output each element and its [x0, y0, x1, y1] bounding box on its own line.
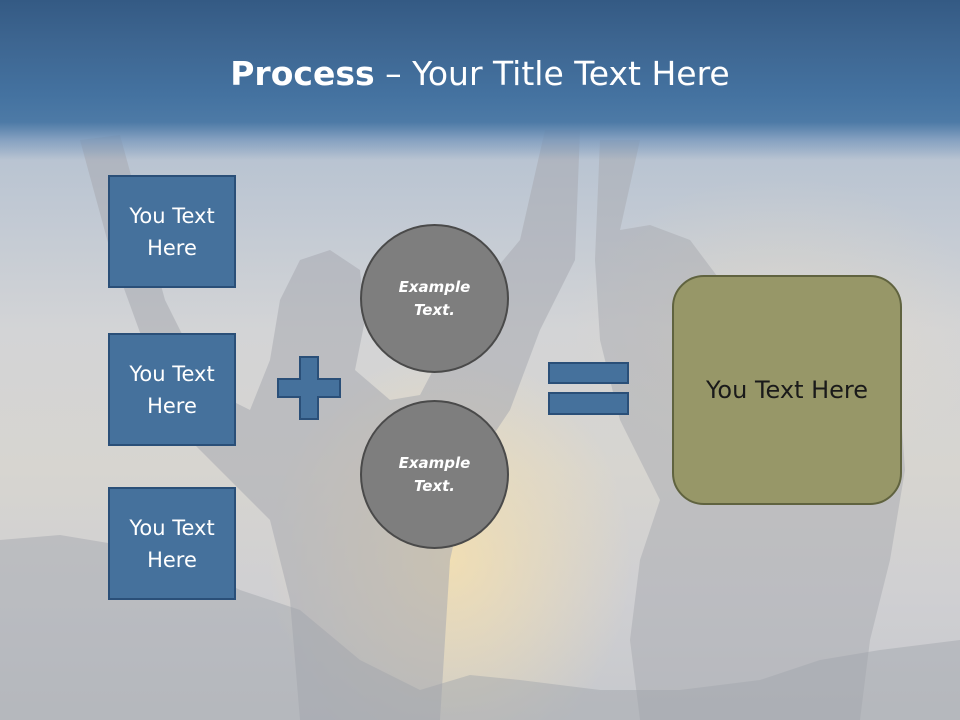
plus-icon: [277, 356, 341, 420]
left-box-1[interactable]: You Text Here: [108, 175, 236, 288]
circle-2-label: Example Text.: [398, 453, 471, 495]
equals-icon: [548, 362, 629, 415]
circle-1[interactable]: Example Text.: [360, 224, 509, 373]
title-rest-part: – Your Title Text Here: [374, 54, 730, 93]
slide-title: Process – Your Title Text Here: [0, 50, 960, 98]
left-box-3[interactable]: You Text Here: [108, 487, 236, 600]
title-bold-part: Process: [230, 54, 375, 93]
title-band: [0, 0, 960, 160]
left-box-3-label: You Text Here: [129, 515, 215, 572]
silhouette-left-person: [80, 130, 580, 720]
ground-silhouette: [0, 535, 960, 720]
left-box-2-label: You Text Here: [129, 361, 215, 418]
result-box-label: You Text Here: [705, 376, 869, 404]
left-box-1-label: You Text Here: [129, 203, 215, 260]
left-box-2[interactable]: You Text Here: [108, 333, 236, 446]
circle-1-label: Example Text.: [398, 277, 471, 319]
circle-2[interactable]: Example Text.: [360, 400, 509, 549]
result-box[interactable]: You Text Here: [672, 275, 902, 505]
